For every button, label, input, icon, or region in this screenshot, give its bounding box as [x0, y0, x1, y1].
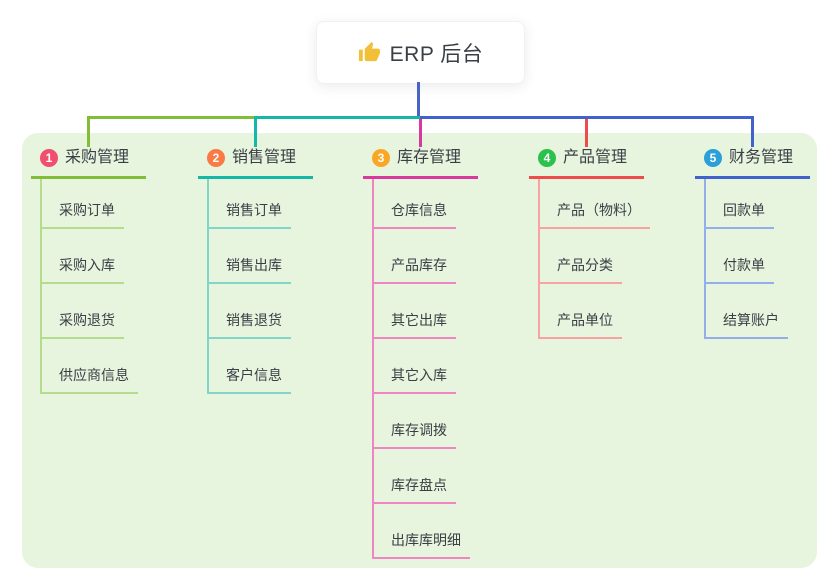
child-node-row: 付款单	[706, 229, 839, 284]
branch-column-2: 2 销售管理销售订单销售出库销售退货客户信息	[198, 147, 348, 394]
child-node-row: 库存调拨	[374, 394, 513, 449]
child-node-label[interactable]: 回款单	[706, 200, 774, 229]
child-node-label[interactable]: 产品单位	[540, 310, 622, 339]
child-node-label[interactable]: 销售出库	[209, 255, 291, 284]
child-node-row: 产品分类	[540, 229, 679, 284]
child-node-label[interactable]: 采购退货	[42, 310, 124, 339]
branch-number-badge-3: 3	[372, 149, 390, 167]
branch-column-4: 4 产品管理产品（物料） 产品分类产品单位	[529, 147, 679, 339]
branch-children-2: 销售订单销售出库销售退货客户信息	[207, 179, 348, 394]
child-node-row: 库存盘点	[374, 449, 513, 504]
child-node-row: 销售订单	[209, 179, 348, 229]
child-node-label[interactable]: 采购订单	[42, 200, 124, 229]
child-node-row: 产品单位	[540, 284, 679, 339]
child-node-label[interactable]: 库存盘点	[374, 475, 456, 504]
branch-children-3: 仓库信息产品库存其它出库其它入库库存调拨库存盘点出库库明细	[372, 179, 513, 559]
child-node-row: 回款单	[706, 179, 839, 229]
branch-header-1[interactable]: 1 采购管理	[31, 147, 146, 179]
child-node-label[interactable]: 销售退货	[209, 310, 291, 339]
branch-drop-1	[87, 119, 90, 147]
branch-header-4[interactable]: 4 产品管理	[529, 147, 644, 179]
branch-column-3: 3 库存管理仓库信息产品库存其它出库其它入库库存调拨库存盘点出库库明细	[363, 147, 513, 559]
child-node-label[interactable]: 其它入库	[374, 365, 456, 394]
branch-number-badge-4: 4	[538, 149, 556, 167]
connector-segment-teal	[254, 116, 420, 119]
connector-segment-blue	[420, 116, 754, 119]
child-node-label[interactable]: 供应商信息	[42, 365, 138, 394]
child-node-row: 采购入库	[42, 229, 181, 284]
branch-drop-5	[751, 119, 754, 147]
branch-header-3[interactable]: 3 库存管理	[363, 147, 478, 179]
child-node-label[interactable]: 产品库存	[374, 255, 456, 284]
branch-column-5: 5 财务管理回款单付款单结算账户	[695, 147, 839, 339]
branch-number-badge-5: 5	[704, 149, 722, 167]
mindmap-panel	[22, 133, 817, 568]
branch-title-1: 采购管理	[65, 149, 130, 166]
child-node-label[interactable]: 付款单	[706, 255, 774, 284]
branch-header-5[interactable]: 5 财务管理	[695, 147, 810, 179]
child-node-label[interactable]: 产品分类	[540, 255, 622, 284]
branch-title-5: 财务管理	[729, 149, 794, 166]
child-node-row: 产品（物料）	[540, 179, 679, 229]
branch-header-2[interactable]: 2 销售管理	[198, 147, 313, 179]
connector-segment-green	[87, 116, 254, 119]
branch-drop-2	[254, 119, 257, 147]
branch-number-badge-2: 2	[207, 149, 225, 167]
branch-title-3: 库存管理	[397, 149, 462, 166]
child-node-row: 其它入库	[374, 339, 513, 394]
branch-drop-4	[585, 119, 588, 147]
child-node-row: 结算账户	[706, 284, 839, 339]
branch-column-1: 1 采购管理采购订单采购入库采购退货供应商信息	[31, 147, 181, 394]
child-node-label[interactable]: 仓库信息	[374, 200, 456, 229]
child-node-row: 销售出库	[209, 229, 348, 284]
child-node-row: 销售退货	[209, 284, 348, 339]
child-node-row: 产品库存	[374, 229, 513, 284]
thumbs-up-icon	[358, 41, 381, 64]
child-node-label[interactable]: 库存调拨	[374, 420, 456, 449]
branch-children-4: 产品（物料） 产品分类产品单位	[538, 179, 679, 339]
child-node-row: 出库库明细	[374, 504, 513, 559]
child-node-row: 其它出库	[374, 284, 513, 339]
branch-children-5: 回款单付款单结算账户	[704, 179, 839, 339]
child-node-label[interactable]: 出库库明细	[374, 530, 470, 559]
root-node[interactable]: ERP 后台	[316, 21, 525, 84]
child-node-row: 采购订单	[42, 179, 181, 229]
branch-title-4: 产品管理	[563, 149, 628, 166]
branch-drop-3	[419, 119, 422, 147]
child-node-label[interactable]: 其它出库	[374, 310, 456, 339]
child-node-row: 采购退货	[42, 284, 181, 339]
child-node-label[interactable]: 客户信息	[209, 365, 291, 394]
branch-children-1: 采购订单采购入库采购退货供应商信息	[40, 179, 181, 394]
root-connector-stub	[417, 82, 420, 116]
branch-title-2: 销售管理	[232, 149, 297, 166]
child-node-row: 仓库信息	[374, 179, 513, 229]
root-title: ERP 后台	[389, 42, 484, 66]
child-node-row: 客户信息	[209, 339, 348, 394]
branch-number-badge-1: 1	[40, 149, 58, 167]
child-node-row: 供应商信息	[42, 339, 181, 394]
child-node-label[interactable]: 产品（物料）	[540, 200, 650, 229]
child-node-label[interactable]: 销售订单	[209, 200, 291, 229]
child-node-label[interactable]: 结算账户	[706, 310, 788, 339]
child-node-label[interactable]: 采购入库	[42, 255, 124, 284]
